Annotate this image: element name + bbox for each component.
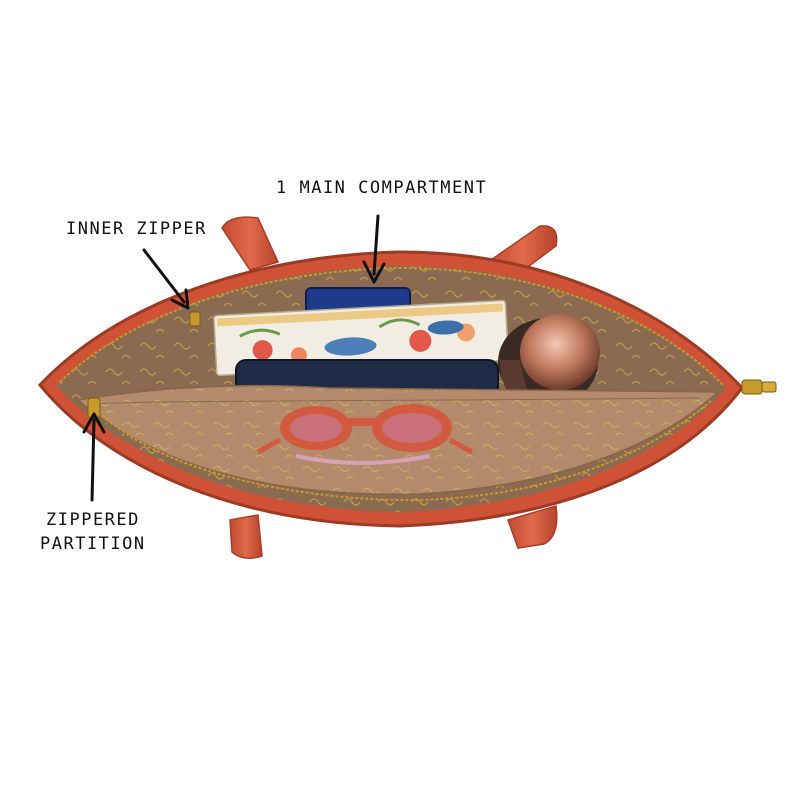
outer-zipper-pull	[741, 379, 777, 395]
top-zipper-line	[59, 266, 725, 387]
callout-main-compartment: 1 MAIN COMPARTMENT	[276, 178, 488, 198]
arrow-main-compartment	[362, 214, 386, 284]
partition-zipper-pull	[87, 397, 101, 419]
partition-zipper-line	[95, 399, 713, 502]
sunglasses	[256, 404, 474, 465]
arrow-inner-zipper	[142, 248, 190, 310]
callout-zippered-partition: ZIPPERED PARTITION	[40, 508, 146, 556]
callout-inner-zipper: INNER ZIPPER	[66, 219, 207, 239]
callout-zippered-partition-line1: ZIPPERED	[46, 510, 140, 530]
inner-zipper-pull	[189, 311, 201, 327]
floral-notebook	[213, 299, 510, 377]
bag-handles	[221, 216, 558, 559]
callout-zippered-partition-line2: PARTITION	[40, 534, 146, 554]
arrow-zippered-partition	[82, 412, 106, 502]
